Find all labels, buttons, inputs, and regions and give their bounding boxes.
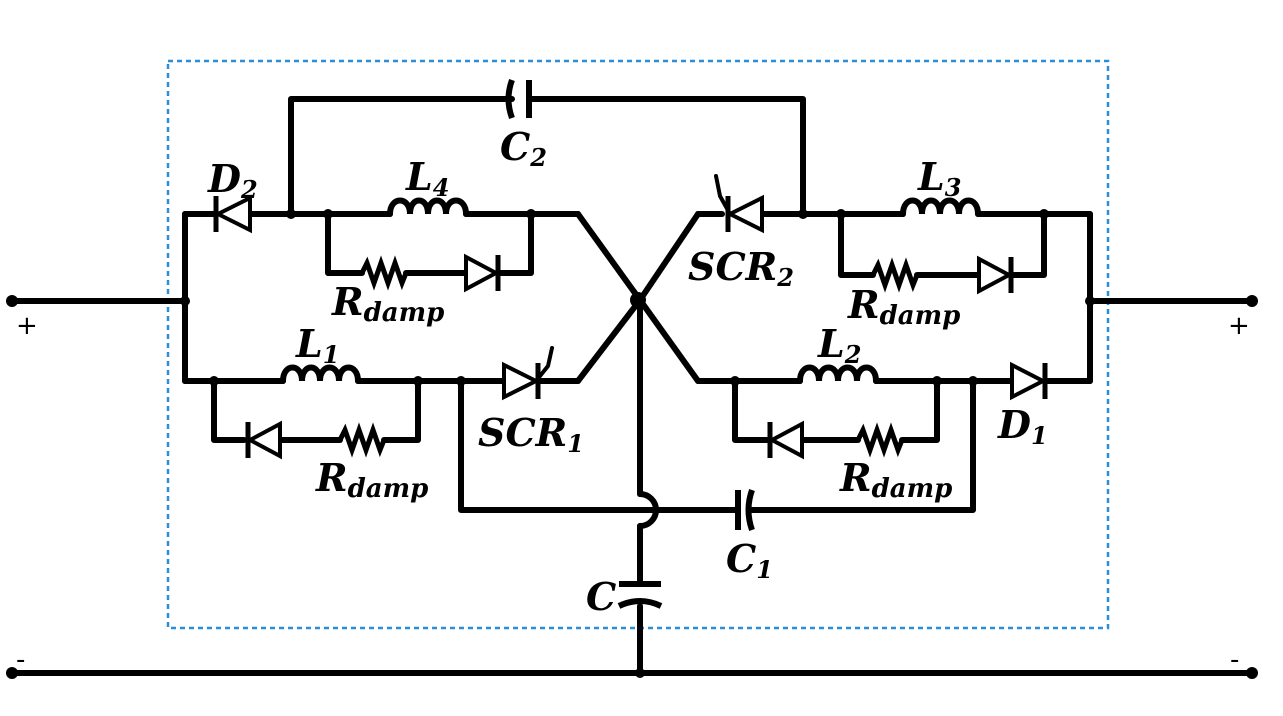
rdamp-upper-right-diode-symbol [977, 255, 1014, 295]
right-negative-terminal [1246, 667, 1258, 679]
l4-label: L4 [405, 154, 449, 202]
c1-loop [458, 378, 976, 531]
c-capacitor [617, 581, 663, 609]
rdamp-upper-right-label: Rdamp [847, 282, 960, 331]
c2-label: C2 [500, 124, 547, 172]
d2-label: D2 [207, 156, 258, 204]
d1-diode-symbol [1010, 361, 1048, 401]
rdamp-lower-left-resistor [337, 422, 387, 458]
c-label: C [586, 574, 616, 619]
scr1-label: SCR1 [478, 410, 584, 458]
d2-diode-symbol [213, 194, 252, 234]
c2-loop [288, 78, 806, 217]
rdamp-lower-left-diode-symbol [245, 420, 282, 460]
rdamp-lower-right-label: Rdamp [839, 455, 952, 504]
l4-inductor-symbol [387, 197, 469, 217]
rdamp-upper-left-label: Rdamp [331, 279, 444, 328]
l1-label: L1 [295, 321, 339, 369]
left-minus-sign: - [16, 645, 25, 675]
scr2-label: SCR2 [688, 244, 794, 292]
rdamp-lower-right-diode-symbol [767, 420, 804, 460]
center-crossing [575, 211, 701, 676]
rdamp-lower-right-resistor [855, 422, 905, 458]
module-boundary [166, 59, 1110, 630]
c1-label: C1 [726, 536, 773, 584]
l3-label: L3 [917, 154, 961, 202]
rdamp-upper-left-resistor [359, 255, 409, 291]
rdamp-upper-right-resistor [870, 257, 920, 293]
right-plus-sign: + [1228, 311, 1250, 341]
left-negative-terminal [6, 667, 18, 679]
l2-label: L2 [817, 321, 861, 369]
l1-inductor-symbol [280, 364, 361, 384]
left-network [180, 209, 581, 443]
right-minus-sign: - [1230, 645, 1239, 675]
l3-inductor-symbol [900, 197, 981, 217]
d1-label: D1 [997, 402, 1048, 450]
rdamp-lower-left-label: Rdamp [315, 455, 428, 504]
scr2-thyristor-symbol [714, 174, 764, 234]
l2-inductor-symbol [797, 364, 879, 384]
right-positive-terminal [1246, 295, 1258, 307]
scr1-thyristor-symbol [502, 346, 554, 401]
left-plus-sign: + [16, 311, 38, 341]
rdamp-upper-left-diode-symbol [464, 253, 501, 293]
left-positive-terminal [6, 295, 18, 307]
